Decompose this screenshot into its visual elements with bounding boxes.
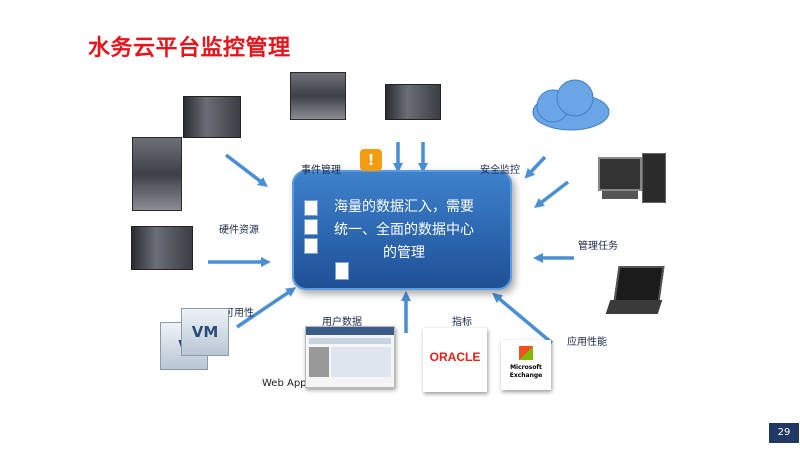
desktop-computer-icon: [598, 153, 668, 205]
oracle-logo: ORACLE: [423, 328, 487, 392]
document-icon: [335, 262, 349, 280]
hub-text-line2: 统一、全面的数据中心: [334, 222, 474, 238]
server-icon: [183, 96, 241, 138]
label-web-app: Web App: [262, 378, 307, 389]
label-availability: 可用性: [224, 308, 254, 319]
server-rack-icon: [290, 72, 346, 120]
cloud-icon: [532, 79, 610, 131]
server-rack-icon: [132, 137, 182, 211]
arrow-top-right: [524, 155, 547, 179]
label-security-monitor: 安全监控: [480, 165, 520, 176]
document-icon: [304, 200, 318, 216]
server-icon: [385, 84, 441, 120]
document-icon: [304, 238, 318, 254]
hub-text-line1: 海量的数据汇入，需要: [334, 199, 474, 215]
exchange-text-line2: Exchange: [509, 372, 543, 379]
web-app-screenshot: [305, 326, 395, 388]
laptop-icon: [605, 266, 665, 322]
arrow-top-left: [224, 153, 268, 188]
page-title: 水务云平台监控管理: [88, 36, 291, 61]
label-mgmt-tasks: 管理任务: [578, 241, 618, 252]
label-user-data: 用户数据: [322, 317, 362, 328]
document-icon: [304, 219, 318, 235]
label-indicators: 指标: [452, 317, 472, 328]
arrow-bottom-right: [492, 292, 554, 345]
data-center-hub: [292, 170, 512, 290]
label-hardware-resources: 硬件资源: [219, 225, 259, 236]
label-app-performance: 应用性能: [567, 337, 607, 348]
warning-icon: !: [360, 149, 382, 171]
microsoft-exchange-logo: Microsoft Exchange: [501, 340, 551, 390]
label-event-mgmt: 事件管理: [301, 165, 341, 176]
hub-text: 海量的数据汇入，需要 统一、全面的数据中心 的管理: [306, 196, 502, 265]
vm-front-box: VM: [181, 308, 229, 356]
oracle-logo-text: ORACLE: [429, 350, 481, 364]
page-number-badge: 29: [769, 423, 799, 443]
hub-text-line3: 的管理: [383, 245, 425, 261]
server-icon: [131, 226, 193, 270]
exchange-text-line1: Microsoft: [510, 364, 542, 371]
exchange-icon: [519, 346, 533, 360]
arrow-right-upper: [534, 180, 570, 209]
arrow-bottom-left: [236, 287, 297, 329]
